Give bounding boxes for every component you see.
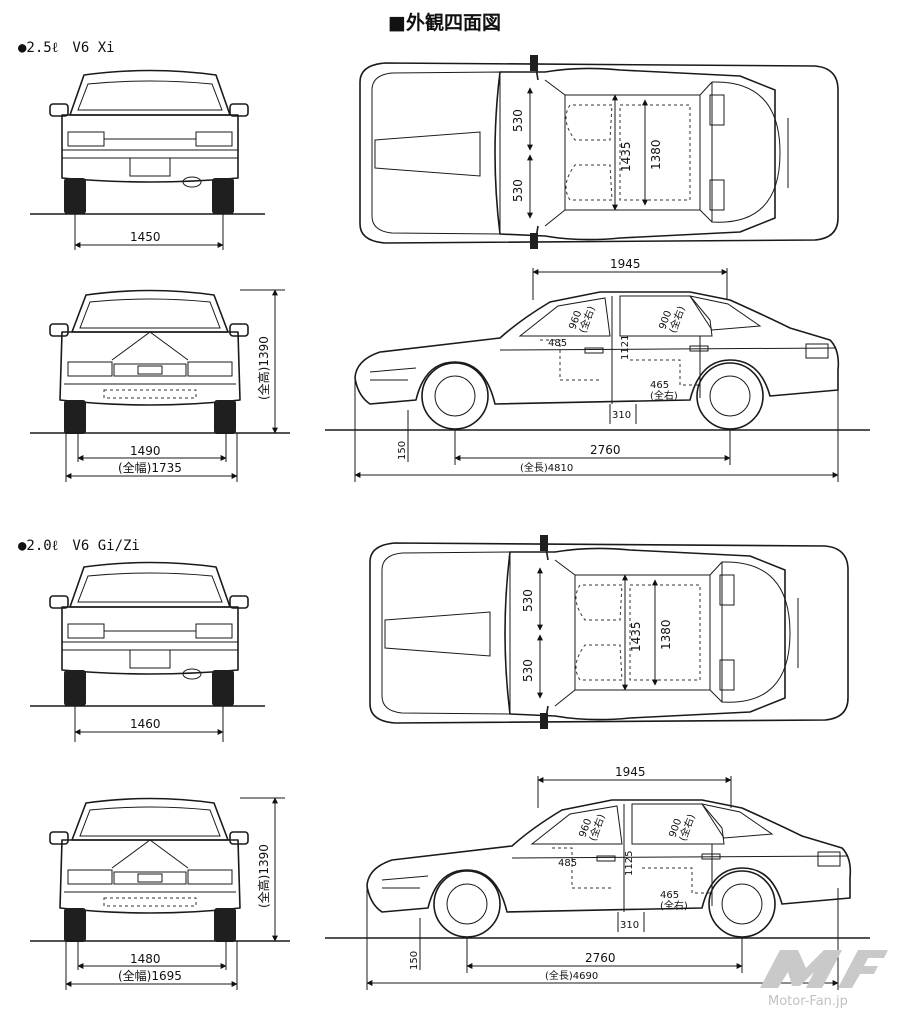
variant-1-rear-seat-height: 465(全右) [650,380,678,402]
variant-2-front-view: 1480 (全幅)1695 (全高)1390 [30,797,290,990]
variant-1-top-view: 530 530 1435 1380 [359,54,839,250]
variant-1-side-view: 1945 485 960(全右) 900(全右) 1121 465(全右) 31… [325,257,870,482]
variant-1-seat-width-left: 530 [511,109,525,132]
variant-1-interior-height: 1121 [620,335,631,360]
variant-1-seat-height: 485 [548,338,567,349]
variant-2-top-view: 530 530 1435 1380 [369,534,849,730]
variant-1-front-view: 1490 (全幅)1735 (全高)1390 [30,289,290,482]
variant-1-rear-track: 1450 [130,230,161,244]
variant-1-interior-width-front: 1435 [619,141,633,172]
watermark-text: Motor-Fan.jp [768,994,848,1009]
variant-2-interior-height: 1125 [624,851,635,876]
variant-1-label: ●2.5ℓ V6 Xi [18,40,115,56]
variant-1-width: (全幅)1735 [118,460,182,475]
variant-2-seat-height: 485 [558,858,577,869]
variant-2: ●2.0ℓ V6 Gi/Zi 1460 1480 (全幅)1695 (全高)13… [18,534,870,990]
variant-2-label: ●2.0ℓ V6 Gi/Zi [18,538,140,554]
variant-1-ground-clearance: 150 [397,441,408,460]
variant-1-height: (全高)1390 [256,336,271,400]
variant-2-seat-width-left: 530 [521,589,535,612]
variant-2-rear-headroom: 900(全右) [667,809,697,843]
variant-1-interior-width-rear: 1380 [649,139,663,170]
variant-2-front-track: 1480 [130,952,161,966]
variant-2-rear-view: 1460 [30,561,265,742]
variant-1: ●2.5ℓ V6 Xi 1450 1490 (全幅)1735 (全高)1390 [18,40,870,482]
variant-1-rear-headroom: 900(全右) [657,301,687,335]
variant-1-seat-width-right: 530 [511,179,525,202]
variant-2-wheelbase: 2760 [585,951,616,965]
variant-2-interior-width-front: 1435 [629,621,643,652]
variant-2-interior-width-rear: 1380 [659,619,673,650]
variant-1-wheelbase: 2760 [590,443,621,457]
variant-2-height: (全高)1390 [256,844,271,908]
variant-1-front-track: 1490 [130,444,161,458]
variant-2-ground-clearance: 150 [409,951,420,970]
variant-1-rear-view: 1450 [30,69,265,250]
variant-1-cabin-length: 1945 [610,257,641,271]
variant-2-length: (全長)4690 [545,969,598,982]
variant-2-width: (全幅)1695 [118,968,182,983]
variant-2-cabin-length: 1945 [615,765,646,779]
variant-2-rear-seat-height: 465(全右) [660,890,688,912]
variant-1-knee-room: 310 [612,410,631,421]
variant-2-rear-track: 1460 [130,717,161,731]
motorfan-logo: Motor-Fan.jp [760,950,888,1009]
variant-2-seat-width-right: 530 [521,659,535,682]
variant-1-length: (全長)4810 [520,461,573,474]
variant-1-front-headroom: 960(全右) [567,301,597,335]
variant-2-knee-room: 310 [620,920,639,931]
diagram-title: ■外観四面図 [388,11,501,34]
variant-2-front-headroom: 960(全右) [577,809,607,843]
